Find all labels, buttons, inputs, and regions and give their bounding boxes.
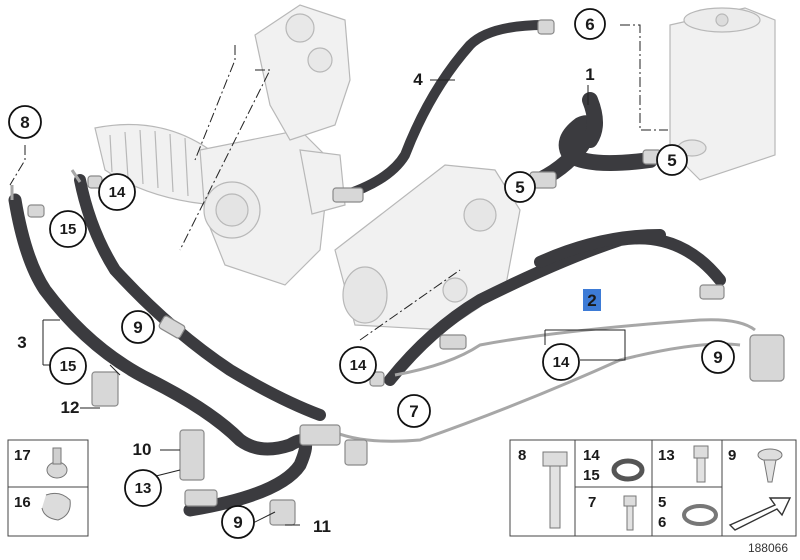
callout-9c[interactable]: 9 [701,340,735,374]
callout-12[interactable]: 12 [61,398,80,417]
fittings [27,19,785,526]
callout-5b[interactable]: 5 [504,171,536,203]
svg-text:7: 7 [588,494,596,511]
callout-14a[interactable]: 14 [98,173,136,211]
grommet-icon [46,447,68,479]
callout-13[interactable]: 13 [124,469,162,507]
pump-illustration [334,164,521,331]
callout-10[interactable]: 10 [133,440,152,459]
steering-gear-illustration [94,4,351,286]
hose-clamp-icon [682,504,718,526]
svg-text:1: 1 [585,65,594,84]
seal-ring-icon [611,458,645,482]
svg-text:6: 6 [658,514,666,531]
callout-9b[interactable]: 9 [221,505,255,539]
legend-left: 17 16 [7,439,89,537]
callout-15a[interactable]: 15 [49,210,87,248]
svg-text:14: 14 [109,184,126,201]
svg-text:11: 11 [313,517,331,536]
svg-text:4: 4 [413,70,423,89]
callout-9a[interactable]: 9 [121,310,155,344]
svg-text:14: 14 [350,357,367,374]
svg-text:9: 9 [728,447,736,464]
svg-text:14: 14 [553,354,570,371]
callout-3[interactable]: 3 [17,333,26,352]
callout-2[interactable]: 2 [583,289,601,311]
svg-text:5: 5 [667,151,676,170]
svg-text:9: 9 [133,318,142,337]
svg-text:5: 5 [658,494,666,511]
leader-lines [9,24,668,341]
svg-text:8: 8 [20,113,29,132]
svg-text:13: 13 [135,480,152,497]
callout-14b[interactable]: 14 [339,346,377,384]
callout-5a[interactable]: 5 [656,144,688,176]
svg-text:7: 7 [409,402,418,421]
expanding-rivet-icon [757,448,783,483]
svg-text:9: 9 [233,513,242,532]
svg-text:16: 16 [14,494,31,511]
callout-4[interactable]: 4 [413,70,423,89]
callout-11[interactable]: 11 [313,517,331,536]
callout-15b[interactable]: 15 [49,347,87,385]
svg-text:10: 10 [133,440,152,459]
bolt-icon [542,451,568,529]
svg-text:15: 15 [60,358,77,375]
callout-7[interactable]: 7 [397,394,431,428]
callout-6[interactable]: 6 [574,8,606,40]
hex-bolt-small-icon [623,495,637,531]
callout-1[interactable]: 1 [585,65,594,84]
callout-2-highlight [583,289,601,311]
callout-8[interactable]: 8 [8,105,42,139]
svg-text:14: 14 [583,447,600,464]
direction-arrow-icon [728,497,792,531]
legend-right: 8 14 15 13 9 7 5 6 [509,439,797,537]
svg-text:9: 9 [713,348,722,367]
svg-text:8: 8 [518,447,526,464]
svg-text:6: 6 [585,15,594,34]
document-number: 188066 [748,541,788,555]
callout-14c[interactable]: 14 [542,343,580,381]
screw-icon [693,445,709,483]
clip-icon [41,492,71,521]
svg-text:15: 15 [583,467,600,484]
svg-text:5: 5 [515,178,524,197]
svg-text:15: 15 [60,221,77,238]
solid-leaders [42,79,626,526]
reservoir-illustration [669,7,776,181]
svg-text:13: 13 [658,447,675,464]
svg-text:2: 2 [587,291,596,310]
svg-text:3: 3 [17,333,26,352]
svg-text:17: 17 [14,447,31,464]
svg-text:12: 12 [61,398,80,417]
metal-lines [10,169,756,443]
